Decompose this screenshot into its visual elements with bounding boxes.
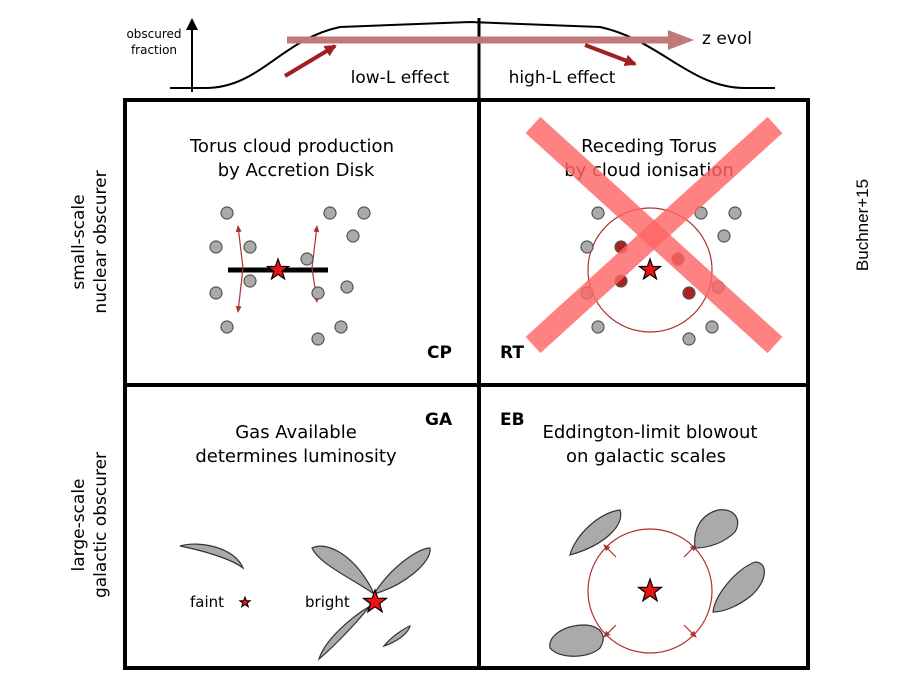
faint-label: faint: [190, 593, 224, 611]
cp-clouds: [209, 206, 371, 346]
eb-title-line1: Eddington-limit blowout: [543, 422, 758, 443]
cloud: [220, 206, 234, 220]
cloud: [243, 240, 257, 254]
ga-title-line1: Gas Available: [235, 422, 357, 443]
faint-star-icon: [238, 595, 252, 608]
cp-tag: CP: [427, 343, 452, 363]
axis-arrowhead-icon: [186, 18, 198, 30]
axis-label-line2: fraction: [131, 43, 177, 57]
obscured-fraction-curve: [170, 20, 775, 89]
agn-star-icon: [265, 257, 291, 281]
quadrant-ga: Gas Available determines luminosity fain…: [179, 410, 453, 661]
z-evol-arrowhead-icon: [668, 30, 694, 50]
cloud: [346, 229, 360, 243]
rt-tag: RT: [500, 343, 524, 363]
eb-tag: EB: [500, 410, 525, 430]
row-labels: small-scale nuclear obscurer large-scale…: [69, 170, 111, 598]
cloud: [300, 252, 314, 266]
cloud: [591, 206, 605, 220]
low-l-label: low-L effect: [351, 68, 450, 88]
agn-star-icon: [636, 577, 664, 603]
cloud: [209, 240, 223, 254]
cloud: [323, 206, 337, 220]
cloud: [209, 286, 223, 300]
bright-star-icon: [361, 588, 389, 614]
low-l-arrow: [283, 44, 337, 78]
bright-gas-clouds: [311, 545, 431, 661]
cloud: [717, 229, 731, 243]
cloud: [728, 206, 742, 220]
eb-title-line2: on galactic scales: [566, 446, 726, 467]
cp-title-line2: by Accretion Disk: [218, 160, 375, 181]
ga-title-line2: determines luminosity: [195, 446, 397, 467]
cloud: [334, 320, 348, 334]
agn-star-icon: [637, 257, 663, 281]
citation-label: Buchner+15: [853, 179, 872, 271]
quadrant-rt: Receding Torus by cloud ionisation: [500, 116, 783, 363]
axis-label-line1: obscured: [126, 27, 181, 41]
bright-label: bright: [305, 593, 350, 611]
cloud: [220, 320, 234, 334]
cloud: [682, 332, 696, 346]
cp-title-line1: Torus cloud production: [189, 136, 394, 157]
cloud: [591, 320, 605, 334]
z-evol-label: z evol: [702, 29, 752, 49]
cloud: [340, 280, 354, 294]
cloud: [311, 332, 325, 346]
cloud: [580, 240, 594, 254]
rt-title-line1: Receding Torus: [581, 136, 717, 157]
galactic-gas-clouds: [549, 509, 765, 657]
cloud: [311, 286, 325, 300]
quadrant-grid: [123, 98, 810, 670]
high-l-arrow: [584, 43, 637, 67]
cloud: [705, 320, 719, 334]
ionisation-sphere: [587, 207, 713, 333]
quadrant-eb: Eddington-limit blowout on galactic scal…: [500, 410, 765, 657]
evolution-panel: obscured fraction z evol low-L effect hi…: [126, 18, 775, 100]
row-label-top-line1: small-scale: [69, 194, 89, 289]
high-l-label: high-L effect: [509, 68, 616, 88]
blowout-sphere: [587, 528, 713, 654]
blowout-arrows: [603, 544, 697, 638]
row-label-bottom-line1: large-scale: [69, 478, 89, 571]
quadrant-cp: Torus cloud production by Accretion Disk: [189, 136, 452, 363]
ga-tag: GA: [425, 410, 453, 430]
row-label-top-line2: nuclear obscurer: [91, 170, 111, 313]
row-label-bottom-line2: galactic obscurer: [91, 452, 111, 598]
cloud: [357, 206, 371, 220]
faint-gas-cloud: [179, 543, 245, 570]
rt-title-line2: by cloud ionisation: [564, 160, 734, 181]
rejected-cross-icon: [525, 116, 783, 354]
ionised-cloud: [682, 286, 696, 300]
cloud: [243, 274, 257, 288]
